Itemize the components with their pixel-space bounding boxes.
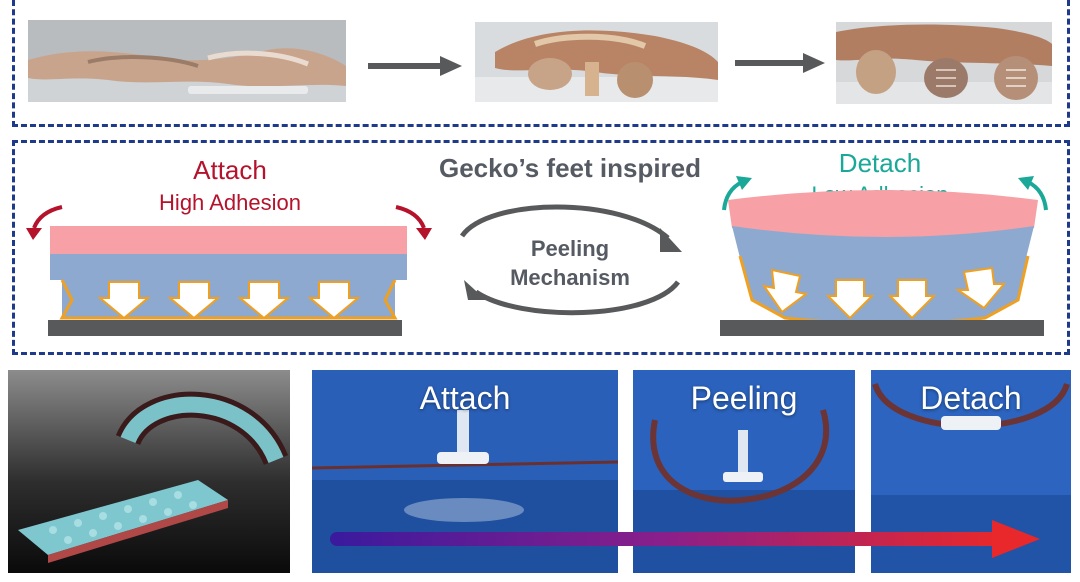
attach-curved-arrow-left: [26, 205, 63, 240]
detach-base-layer: [732, 226, 1034, 269]
attach-spike-2: [167, 281, 221, 320]
detach-title: Detach: [838, 148, 922, 178]
mechanism-line-2: Mechanism: [510, 265, 630, 290]
top-dashed-frame: [12, 0, 1070, 127]
peeling-cycle-arrows: [459, 204, 682, 316]
attach-spike-4: [307, 281, 361, 320]
detach-curved-arrow-left: [722, 176, 752, 211]
gecko-foot-photo-2: [475, 22, 718, 102]
detach-top-layer: [728, 190, 1038, 238]
attach-spike-1: [97, 281, 151, 320]
gecko-foot-photo-1: [28, 20, 346, 102]
detach-adhesive-structure: [720, 190, 1044, 336]
detach-curved-arrow-right: [1018, 176, 1048, 211]
attach-curved-arrow-right: [395, 205, 432, 240]
detach-spike-2: [825, 279, 875, 320]
experiment-photo-attach: Attach: [312, 370, 618, 573]
attach-subtitle: High Adhesion: [159, 190, 301, 215]
peeling-mechanism-label: Peeling Mechanism: [480, 234, 660, 292]
photo-label-attach: Attach: [419, 380, 511, 416]
photo-label-peeling: Peeling: [690, 380, 798, 416]
sequence-arrow-2: [733, 52, 825, 79]
attach-title: Attach: [193, 155, 267, 185]
detach-spike-3: [887, 279, 937, 320]
detach-substrate: [720, 320, 1044, 336]
sequence-arrow-1: [366, 55, 462, 82]
detach-spike-1: [761, 268, 809, 314]
gecko-foot-photo-3: [836, 22, 1052, 104]
diagram-title: Gecko’s feet inspired: [438, 153, 702, 183]
attach-spike-3: [237, 281, 291, 320]
adhesive-3d-render: [8, 370, 290, 573]
attach-base-layer: [50, 254, 407, 280]
attach-substrate: [48, 320, 402, 336]
attach-top-layer: [50, 226, 407, 256]
mechanism-line-1: Peeling: [530, 236, 610, 261]
photo-label-detach: Detach: [920, 380, 1022, 416]
middle-dashed-frame: [12, 140, 1070, 355]
detach-spike-4: [954, 266, 1007, 310]
attach-adhesive-structure: [48, 226, 407, 336]
